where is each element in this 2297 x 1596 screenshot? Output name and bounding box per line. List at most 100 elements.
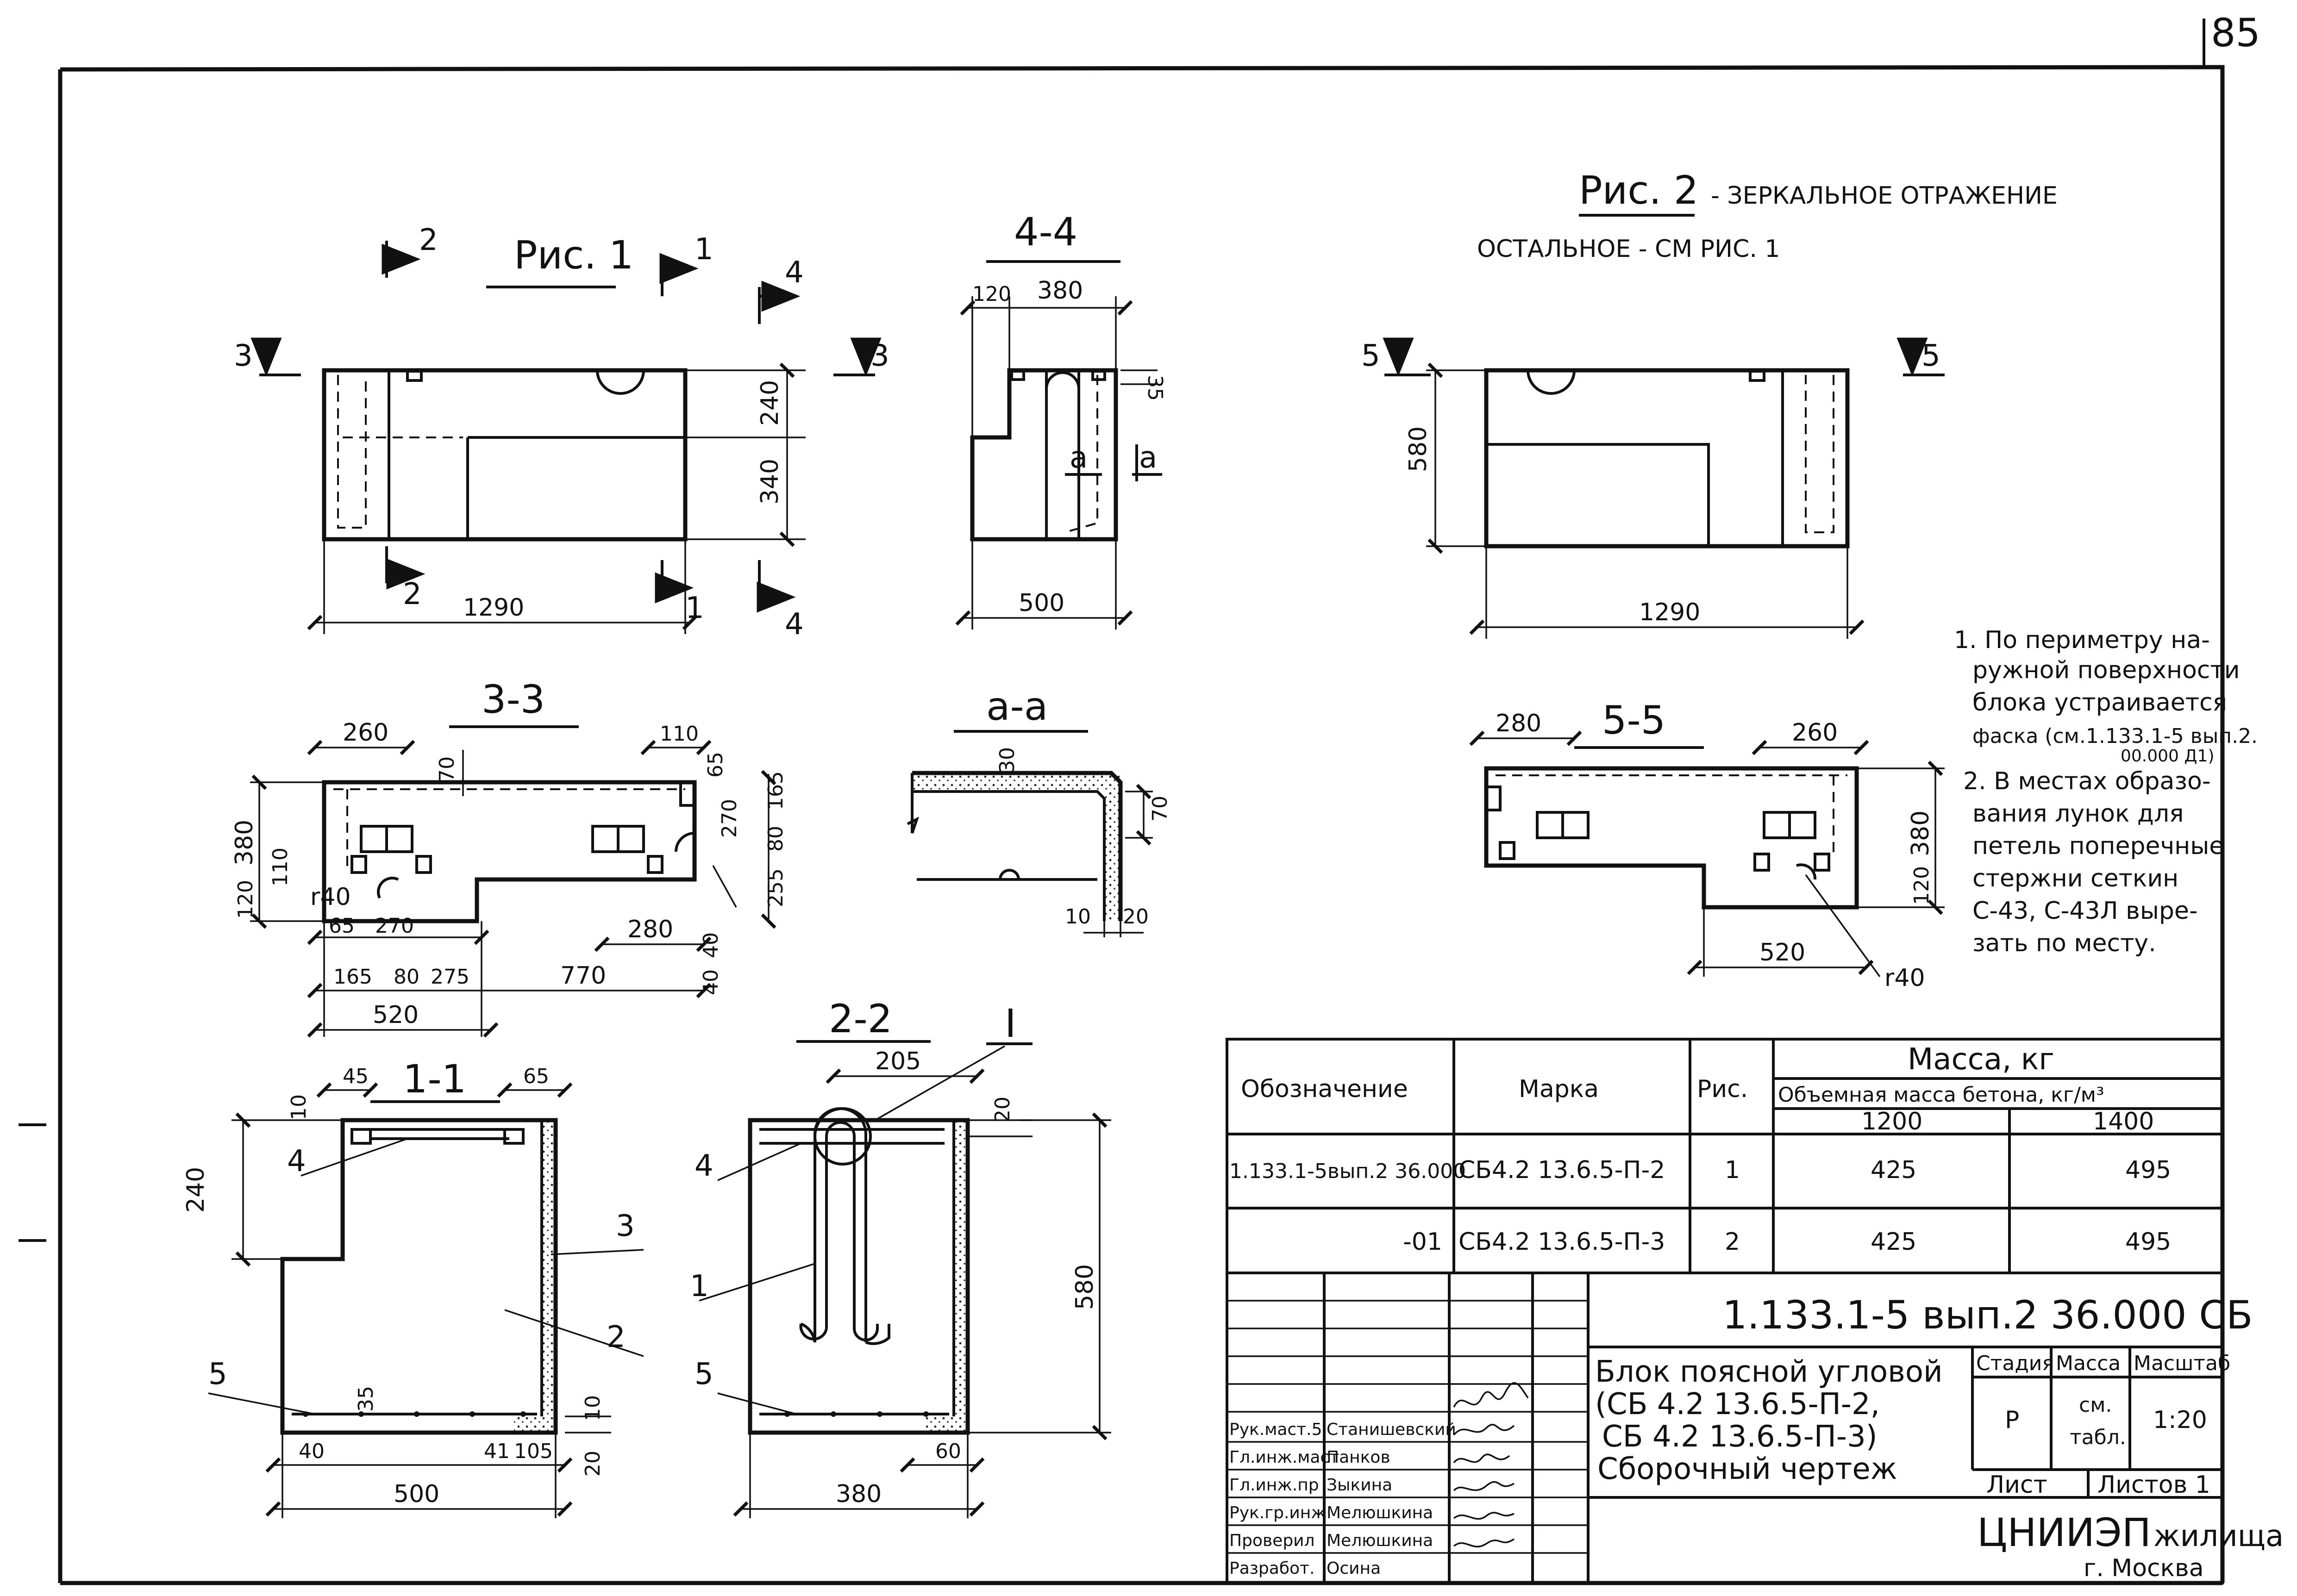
dim-340: 340: [756, 459, 784, 505]
dim-3-3-40b: 40: [699, 969, 723, 995]
dim-5-5-380: 380: [1907, 810, 1934, 856]
dim-3-3-520: 520: [373, 1001, 419, 1029]
mass-value-line-2: табл.: [2070, 1426, 2126, 1449]
cut-label-5-left: 5: [1361, 339, 1380, 373]
figure-1: Рис. 1 2 1 4 3 3 2 1 4: [234, 223, 889, 642]
dim-1290-fig2: 1290: [1639, 598, 1700, 626]
block-name-line-1: Блок поясной угловой: [1595, 1355, 1943, 1389]
dim-1-1-20: 20: [581, 1451, 605, 1477]
note-line-3: блока устраивается: [1972, 689, 2227, 717]
figure-2: Рис. 2 - ЗЕРКАЛЬНОЕ ОТРАЖЕНИЕ ОСТАЛЬНОЕ …: [1361, 168, 2058, 639]
dim-1290: 1290: [463, 594, 524, 622]
dim-1-1-500: 500: [394, 1480, 439, 1508]
dim-1-1-41: 41: [484, 1440, 510, 1463]
mass-label: Масса: [2056, 1352, 2121, 1375]
dim-5-5-280: 280: [1496, 710, 1541, 737]
figure-2-title: Рис. 2 - ЗЕРКАЛЬНОЕ ОТРАЖЕНИЕ: [1579, 168, 2058, 213]
figure-2-subtitle: ОСТАЛЬНОЕ - СМ РИС. 1: [1477, 235, 1780, 263]
note-line-7: вания лунок для: [1972, 800, 2184, 828]
signature-name-6: Осина: [1327, 1559, 1381, 1578]
dim-1-1-40: 40: [299, 1440, 325, 1463]
signature-role-1: Рук.маст.5: [1229, 1420, 1322, 1439]
signature-role-6: Разработ.: [1229, 1559, 1314, 1578]
handwritten-signatures: [1453, 1382, 1529, 1548]
cut-label-a-2: a: [1139, 441, 1157, 475]
dim-35: 35: [1143, 375, 1167, 401]
dim-a-a-20: 20: [1123, 905, 1149, 929]
document-code: 1.133.1-5 вып.2 36.000 СБ: [1722, 1292, 2253, 1338]
section-1-1: 1-1 45 65 10 240 35 10 20 40 41 105 500 …: [182, 1056, 644, 1518]
dim-a-a-10: 10: [1065, 905, 1091, 929]
dim-5-5-520: 520: [1759, 939, 1805, 966]
dim-120: 120: [972, 282, 1011, 306]
block-name-line-2: (СБ 4.2 13.6.5-П-2,: [1595, 1387, 1880, 1421]
dim-5-5-r40: r40: [1884, 964, 1925, 992]
signature-name-5: Мелюшкина: [1327, 1531, 1433, 1550]
organization: ЦНИИЭП жилища: [1977, 1510, 2284, 1555]
dim-1-1-105: 105: [514, 1440, 553, 1463]
dim-a-a-70: 70: [1148, 796, 1172, 822]
signature-name-1: Станишевский: [1327, 1420, 1456, 1439]
section-2-2: 2-2 I 205 20 580 60 380: [690, 996, 1111, 1518]
table-header-density: Объемная масса бетона, кг/м³: [1778, 1083, 2104, 1107]
dim-3-3-270a: 270: [718, 799, 741, 838]
cut-label-4-bottom: 4: [785, 607, 804, 642]
table-header-1200: 1200: [1861, 1108, 1922, 1135]
row-1-fig: 1: [1725, 1156, 1740, 1184]
scale-label: Масштаб: [2134, 1352, 2230, 1375]
dim-3-3-165a: 165: [764, 771, 788, 810]
cut-label-1-top: 1: [695, 232, 714, 267]
row-2-mass-1400: 495: [2125, 1228, 2171, 1256]
dim-3-3-770: 770: [560, 962, 606, 990]
position-2: 2: [607, 1320, 626, 1354]
dim-3-3-270b: 270: [375, 914, 414, 938]
dim-3-3-260: 260: [343, 719, 388, 747]
note-line-11: зать по месту.: [1972, 929, 2156, 957]
dim-2-2-380: 380: [836, 1480, 882, 1508]
dim-3-3-r40: r40: [310, 883, 351, 911]
section-2-2-title: 2-2: [829, 996, 892, 1041]
table-row: 1.133.1-5вып.2 36.000 СБ4.2 13.6.5-П-2 1…: [1229, 1156, 2171, 1184]
title-block: 1.133.1-5 вып.2 36.000 СБ Блок поясной у…: [1226, 1272, 2284, 1584]
row-2-fig: 2: [1725, 1228, 1740, 1256]
node-label-I: I: [1005, 1001, 1016, 1046]
stage-value: Р: [2005, 1406, 2019, 1434]
dim-2-2-20: 20: [991, 1097, 1014, 1122]
section-a-a-title: а-а: [986, 684, 1048, 729]
table-row: -01 СБ4.2 13.6.5-П-3 2 425 495: [1403, 1228, 2171, 1256]
row-2-mark: СБ4.2 13.6.5-П-3: [1458, 1228, 1665, 1256]
section-a-a: а-а 30 70 10 20: [907, 684, 1172, 937]
row-1-mass-1200: 425: [1871, 1156, 1916, 1184]
cut-label-3-right: 3: [870, 339, 889, 373]
signature-name-3: Зыкина: [1327, 1476, 1392, 1495]
table-header-1400: 1400: [2093, 1108, 2154, 1135]
dim-3-3-70: 70: [435, 756, 459, 782]
dim-2-2-205: 205: [875, 1047, 921, 1075]
dim-1-1-240: 240: [182, 1167, 210, 1213]
row-1-designation: 1.133.1-5вып.2 36.000: [1229, 1160, 1466, 1183]
position-3: 3: [616, 1209, 635, 1243]
dim-3-3-110b: 110: [269, 848, 292, 886]
scale-value: 1:20: [2153, 1406, 2207, 1434]
dim-3-3-110: 110: [660, 722, 699, 746]
cut-label-5-right: 5: [1921, 339, 1940, 373]
dim-1-1-65: 65: [523, 1065, 549, 1088]
row-1-mass-1400: 495: [2125, 1156, 2171, 1184]
cut-label-a-1: a: [1070, 441, 1088, 475]
section-4-4: 4-4 a a 120 380 35 500: [955, 209, 1167, 630]
section-5-5: 5-5 280 260 380 120 520 r40: [1469, 698, 1945, 992]
signature-name-2: Панков: [1327, 1448, 1390, 1467]
table-header-mark: Марка: [1519, 1075, 1599, 1103]
dim-580: 580: [1404, 426, 1432, 472]
dim-3-3-255: 255: [764, 868, 788, 907]
cut-label-3-left: 3: [234, 339, 253, 373]
dim-3-3-380: 380: [231, 820, 258, 866]
cut-label-1-bottom: 1: [685, 591, 704, 625]
dim-1-1-45: 45: [343, 1065, 369, 1088]
note-line-6: 2. В местах образо-: [1963, 767, 2211, 795]
section-4-4-title: 4-4: [1014, 209, 1077, 255]
row-2-designation: -01: [1403, 1228, 1442, 1256]
block-name-line-3: СБ 4.2 13.6.5-П-3): [1602, 1420, 1878, 1454]
signature-role-4: Рук.гр.инж: [1229, 1503, 1326, 1522]
